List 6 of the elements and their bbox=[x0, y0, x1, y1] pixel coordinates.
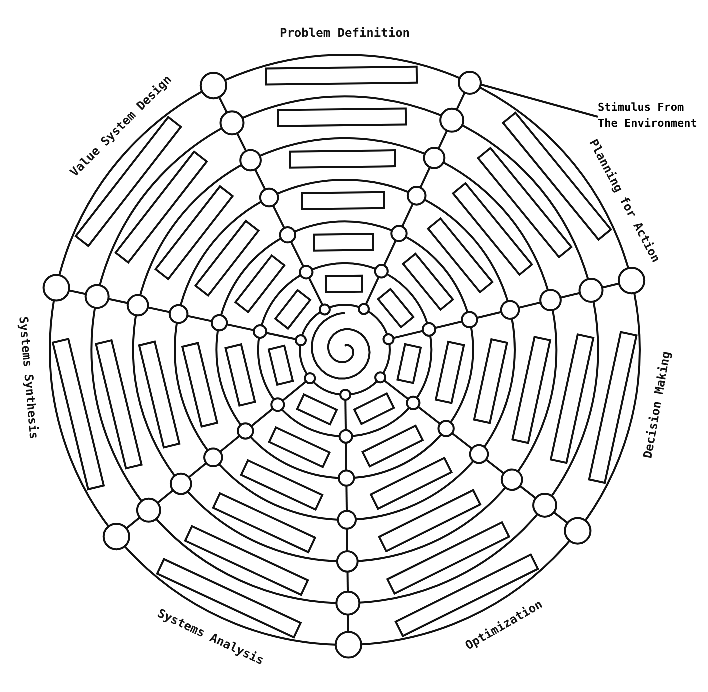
connector-line bbox=[481, 84, 598, 118]
phase-label: Systems Synthesis bbox=[16, 316, 42, 440]
phase-label: Problem Definition bbox=[280, 26, 410, 40]
phase-label: Decision Making bbox=[640, 350, 674, 460]
input-label: Stimulus From The Environment bbox=[598, 100, 698, 132]
junction-circle bbox=[458, 70, 482, 95]
